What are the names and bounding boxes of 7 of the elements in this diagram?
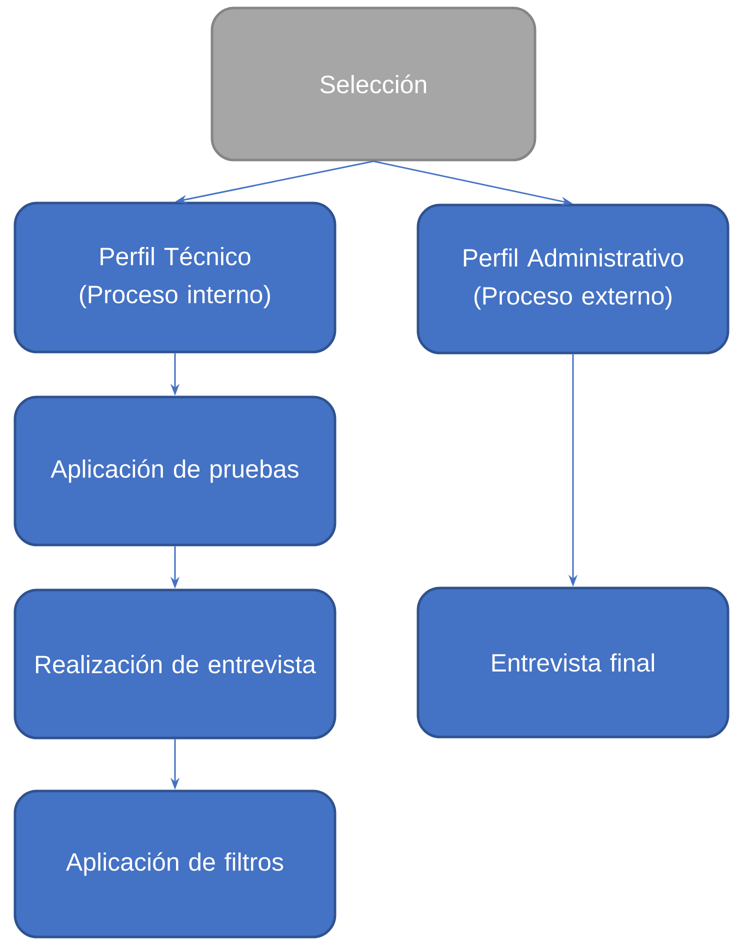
process-box: Perfil Técnico (Proceso interno) xyxy=(14,202,336,354)
process-box: Entrevista final xyxy=(416,586,730,738)
process-box: Perfil Administrativo (Proceso externo) xyxy=(416,204,730,354)
process-box: Aplicación de filtros xyxy=(14,790,336,938)
process-box: Realización de entrevista xyxy=(14,588,336,740)
process-box: Selección xyxy=(210,6,536,162)
process-box: Aplicación de pruebas xyxy=(14,396,336,546)
